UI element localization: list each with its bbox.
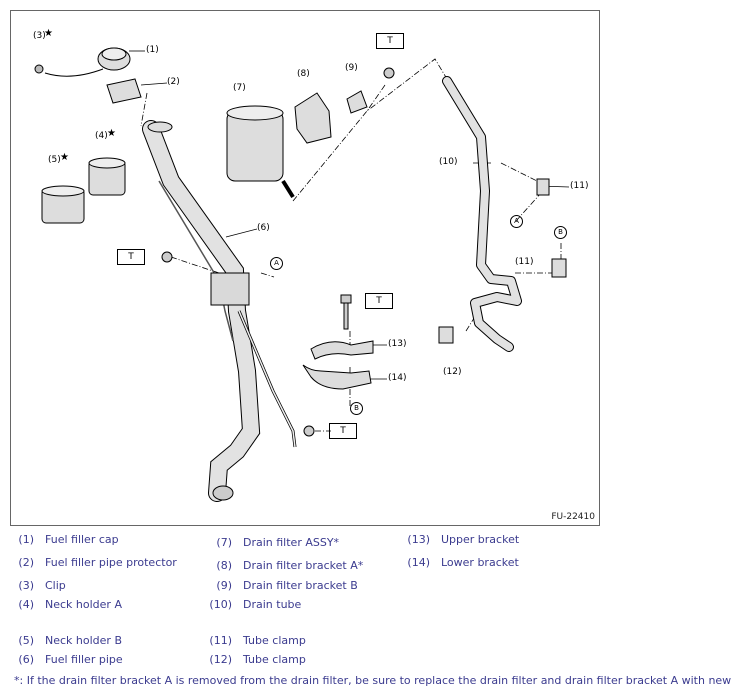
star-mark: ★	[107, 128, 116, 139]
callout-11: (11)	[570, 181, 589, 191]
torque-box: T	[365, 293, 393, 309]
upper-bracket	[310, 340, 374, 360]
lower-bracket	[302, 364, 372, 390]
parts-drawing	[34, 47, 570, 502]
fuel-filler-pipe	[142, 120, 297, 502]
torque-box: T	[117, 249, 145, 265]
ref-a-marker: A	[510, 215, 523, 228]
neck-holder-b	[41, 185, 85, 224]
tube-clamp	[536, 178, 550, 196]
ref-b-marker: B	[554, 226, 567, 239]
tube-clamp	[438, 326, 454, 344]
callout-3: (3)	[33, 31, 46, 41]
drain-filter-bracket-b	[346, 90, 368, 114]
torque-box: T	[376, 33, 404, 49]
callout-8: (8)	[297, 69, 310, 79]
star-mark: ★	[60, 152, 69, 163]
exploded-parts-diagram: (3) ★ (1) (2) (4) ★ (5) ★ (6) (7) (8) (9…	[10, 10, 600, 526]
callout-7: (7)	[233, 83, 246, 93]
star-mark: ★	[44, 28, 53, 39]
figure-id: FU-22410	[551, 512, 595, 522]
callout-5: (5)	[48, 155, 61, 165]
callout-6: (6)	[257, 223, 270, 233]
fuel-filler-pipe-protector	[106, 78, 142, 104]
callout-1: (1)	[146, 45, 159, 55]
callout-2: (2)	[167, 77, 180, 87]
fuel-filler-cap	[34, 47, 131, 77]
ref-a-marker: A	[270, 257, 283, 270]
callout-13: (13)	[388, 339, 407, 349]
neck-holder-a	[88, 157, 126, 196]
drain-filter-bracket-a	[294, 92, 332, 144]
bolt-icon	[161, 67, 395, 437]
tube-clamp	[551, 258, 567, 278]
callout-12: (12)	[443, 367, 462, 377]
drain-filter-assy	[226, 105, 295, 199]
torque-box: T	[329, 423, 357, 439]
drain-tube	[442, 76, 522, 352]
callout-9: (9)	[345, 63, 358, 73]
callout-14: (14)	[388, 373, 407, 383]
callout-11: (11)	[515, 257, 534, 267]
callout-4: (4)	[95, 131, 108, 141]
footnote: *: If the drain filter bracket A is remo…	[14, 674, 734, 687]
callout-10: (10)	[439, 157, 458, 167]
ref-b-marker: B	[350, 402, 363, 415]
